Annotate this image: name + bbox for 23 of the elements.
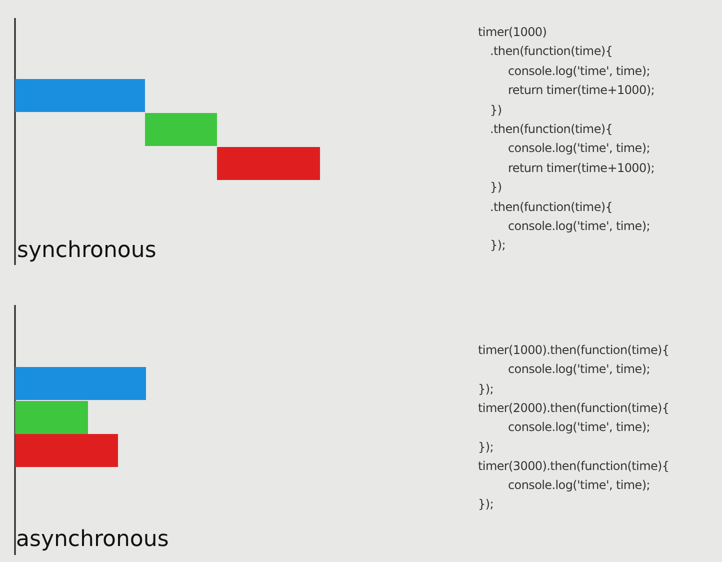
code-line: console.log('time', time); xyxy=(508,62,650,79)
code-line: console.log('time', time); xyxy=(508,419,650,436)
code-line: console.log('time', time); xyxy=(508,140,650,156)
code-line: }) xyxy=(490,179,502,196)
code-line: timer(1000).then(function(time){ xyxy=(478,342,670,358)
code-line: timer(3000).then(function(time){ xyxy=(478,458,670,474)
code-line: .then(function(time){ xyxy=(490,121,613,137)
code-line: console.log('time', time); xyxy=(508,477,650,494)
section-heading: synchronous xyxy=(17,237,156,265)
code-line: console.log('time', time); xyxy=(508,361,650,378)
code-line: timer(1000) xyxy=(478,24,547,40)
code-line: .then(function(time){ xyxy=(490,198,613,215)
code-line: }); xyxy=(478,496,494,512)
code-line: }); xyxy=(478,380,494,397)
code-line: }); xyxy=(490,237,506,254)
code-line: }); xyxy=(478,438,494,454)
code-line: return timer(time+1000); xyxy=(508,160,654,176)
code-line: return timer(time+1000); xyxy=(508,82,654,98)
code-line: .then(function(time){ xyxy=(490,43,613,60)
code-line: timer(2000).then(function(time){ xyxy=(478,400,670,416)
code-line: }) xyxy=(490,102,502,118)
section-heading: asynchronous xyxy=(16,526,169,554)
code-line: console.log('time', time); xyxy=(508,218,650,234)
